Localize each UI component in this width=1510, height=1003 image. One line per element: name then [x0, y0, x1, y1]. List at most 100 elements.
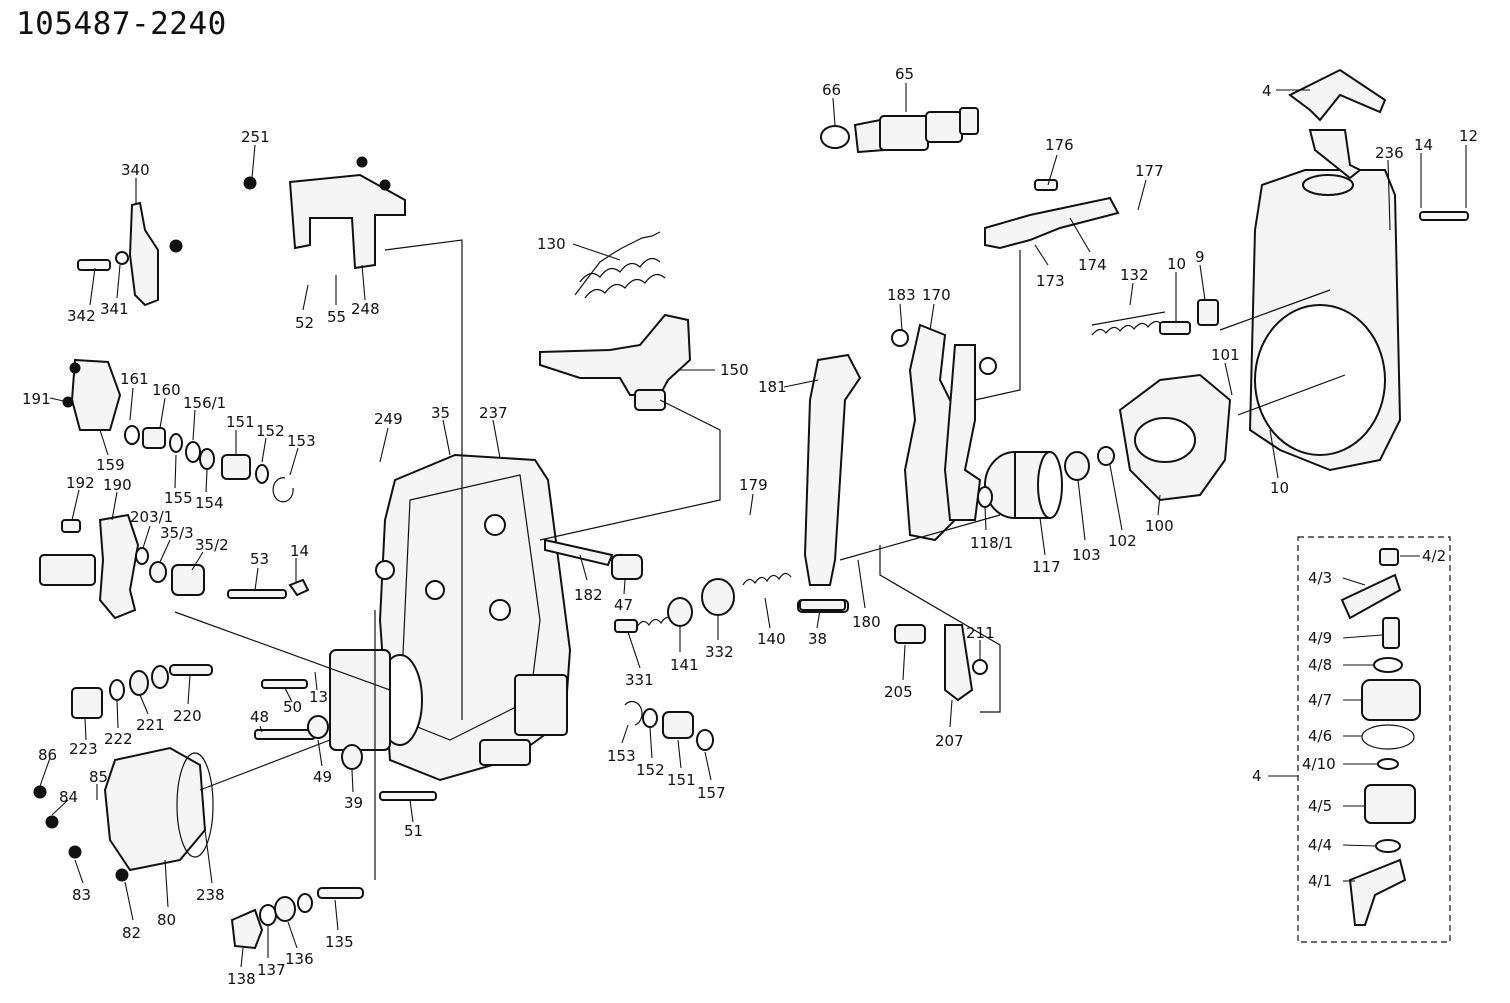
label-132: 132: [1120, 266, 1149, 284]
label-4-3: 4/3: [1308, 569, 1332, 587]
label-173: 173: [1036, 272, 1065, 290]
label-100: 100: [1145, 517, 1174, 535]
label-136: 136: [285, 950, 314, 968]
part-51-bolt: [379, 791, 437, 801]
label-220: 220: [173, 707, 202, 725]
label-35-3: 35/3: [160, 524, 194, 542]
label-35-2: 35/2: [195, 536, 229, 554]
label-156-1: 156/1: [183, 394, 226, 412]
label-4-9: 4/9: [1308, 629, 1332, 647]
label-83: 83: [72, 886, 91, 904]
label-80: 80: [157, 911, 176, 929]
label-55: 55: [327, 308, 346, 326]
label-176: 176: [1045, 136, 1074, 154]
label-52: 52: [295, 314, 314, 332]
label-341: 341: [100, 300, 129, 318]
part-65-plunger: [820, 107, 979, 154]
part-190-lever: [39, 513, 205, 620]
label-238: 238: [196, 886, 225, 904]
label-49: 49: [313, 768, 332, 786]
label-152-upper: 152: [256, 422, 285, 440]
label-192: 192: [66, 474, 95, 492]
label-152-lower: 152: [636, 761, 665, 779]
part-80-cover: [33, 746, 214, 882]
label-38: 38: [808, 630, 827, 648]
label-14: 14: [1414, 136, 1433, 154]
label-66: 66: [822, 81, 841, 99]
label-249: 249: [374, 410, 403, 428]
label-118-1: 118/1: [970, 534, 1013, 552]
label-150: 150: [720, 361, 749, 379]
label-39: 39: [344, 794, 363, 812]
label-103: 103: [1072, 546, 1101, 564]
label-141: 141: [670, 656, 699, 674]
label-102: 102: [1108, 532, 1137, 550]
label-221: 221: [136, 716, 165, 734]
label-153-upper: 153: [287, 432, 316, 450]
label-161: 161: [120, 370, 149, 388]
part-160-sleeve: [124, 425, 294, 503]
part-53-screw: [227, 578, 310, 599]
label-85: 85: [89, 768, 108, 786]
part-159-lever: [62, 358, 122, 431]
label-153-lower: 153: [607, 747, 636, 765]
label-157: 157: [697, 784, 726, 802]
part-132-spring: [1091, 299, 1219, 336]
part-35-governor-cover: [329, 453, 572, 782]
part-251-bracket: [243, 156, 406, 270]
label-4-4: 4/4: [1308, 836, 1332, 854]
label-182: 182: [574, 586, 603, 604]
label-50: 50: [283, 698, 302, 716]
part-135-set: [230, 887, 364, 950]
label-86: 86: [38, 746, 57, 764]
label-12: 12: [1459, 127, 1478, 145]
label-13: 13: [309, 688, 328, 706]
label-248: 248: [351, 300, 380, 318]
part-130-spring: [574, 231, 666, 299]
label-137: 137: [257, 961, 286, 979]
part-220-set: [71, 664, 213, 719]
label-205: 205: [884, 683, 913, 701]
label-84: 84: [59, 788, 78, 806]
label-9: 9: [1195, 248, 1205, 266]
label-340: 340: [121, 161, 150, 179]
label-237: 237: [479, 404, 508, 422]
label-191: 191: [22, 390, 51, 408]
label-140: 140: [757, 630, 786, 648]
label-183: 183: [887, 286, 916, 304]
label-203-1: 203/1: [130, 508, 173, 526]
part-150-lever: [539, 313, 692, 411]
label-4-10: 4/10: [1302, 755, 1336, 773]
label-154: 154: [195, 494, 224, 512]
label-181: 181: [758, 378, 787, 396]
label-4-6: 4/6: [1308, 727, 1332, 745]
diagram-title: 105487-2240: [16, 6, 227, 42]
part-140-spring-set: [614, 572, 846, 633]
label-4-assembly: 4: [1252, 767, 1262, 785]
label-51: 51: [404, 822, 423, 840]
label-170: 170: [922, 286, 951, 304]
label-207: 207: [935, 732, 964, 750]
part-340-lever: [77, 201, 183, 307]
label-48: 48: [250, 708, 269, 726]
label-101: 101: [1211, 346, 1240, 364]
label-179: 179: [739, 476, 768, 494]
part-shapes: [33, 68, 1469, 950]
label-190: 190: [103, 476, 132, 494]
part-151-lower-set: [624, 701, 714, 751]
part-48-screw: [254, 679, 363, 770]
label-160: 160: [152, 381, 181, 399]
part-labels: 66 65 4 236 14 12 176 177 251 340 130 17…: [22, 65, 1478, 988]
label-53: 53: [250, 550, 269, 568]
label-10-lower: 10: [1270, 479, 1289, 497]
label-151-upper: 151: [226, 413, 255, 431]
label-135: 135: [325, 933, 354, 951]
label-4: 4: [1262, 82, 1272, 100]
leader-lines: [39, 83, 1467, 968]
part-181-lever: [797, 353, 862, 613]
label-4-1: 4/1: [1308, 872, 1332, 890]
part-117-sleeve: [977, 446, 1115, 519]
part-174-lever: [984, 179, 1120, 250]
label-159: 159: [96, 456, 125, 474]
